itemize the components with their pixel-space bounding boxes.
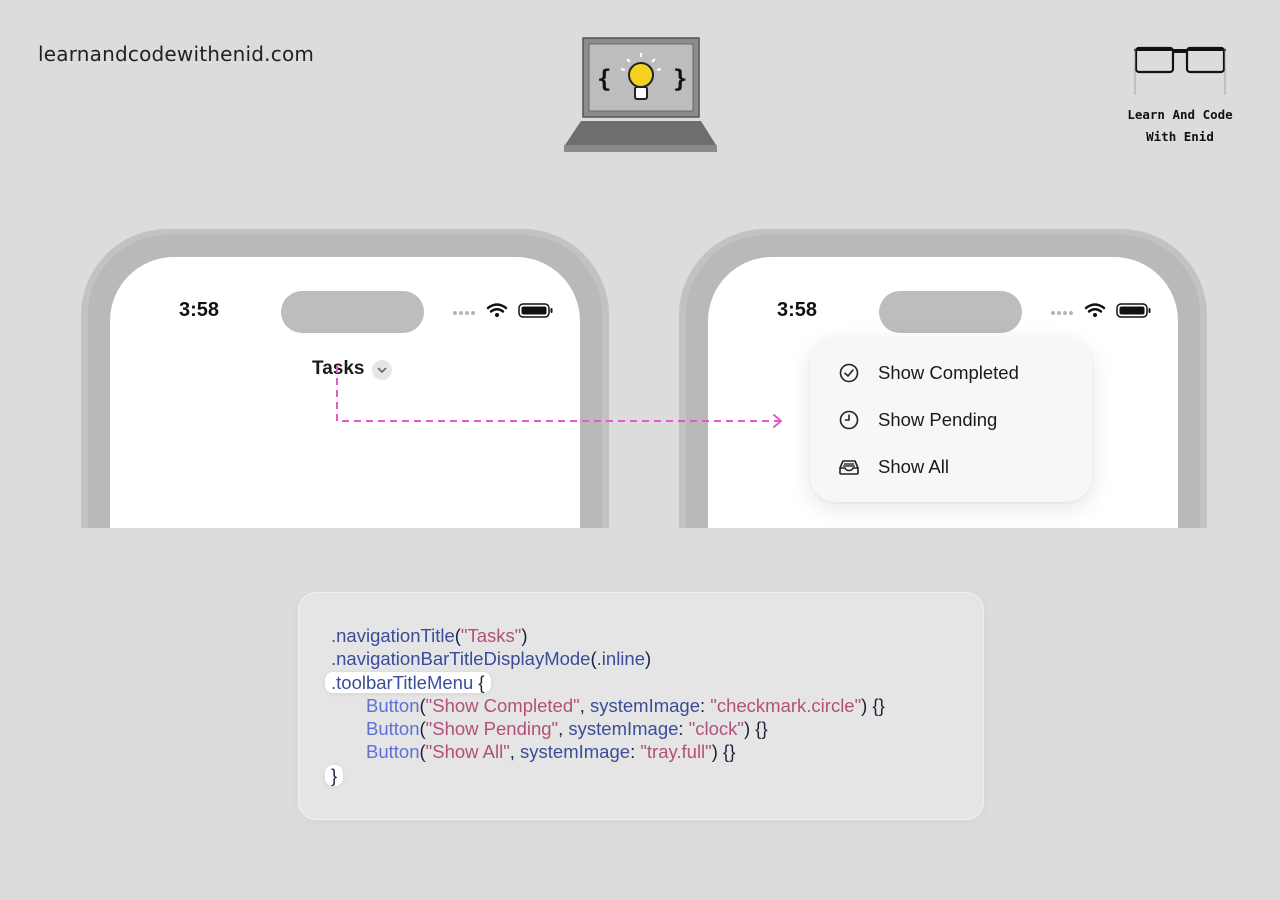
code-line-3: .toolbarTitleMenu { [325,671,491,695]
logo-brace-left: { [597,65,611,93]
code-snippet: .navigationTitle("Tasks") .navigationBar… [298,592,984,820]
menu-item-show-completed[interactable]: Show Completed [838,359,1078,387]
code-line-1: .navigationTitle("Tasks") [331,625,528,646]
toolbar-title-menu: Show Completed Show Pending [810,338,1092,502]
signal-dots-icon [1051,311,1073,315]
phone-frame: 3:58 Tasks [88,235,602,528]
menu-item-show-all[interactable]: Show All [838,453,1078,481]
checkmark-circle-icon [839,363,859,383]
code-line-5: Button("Show Pending", systemImage: "clo… [366,718,768,739]
phone-frame: 3:58 [686,235,1200,528]
menu-item-label: Show All [878,456,949,477]
phone-after: 3:58 [679,229,1207,528]
brand-line-2: With Enid [1146,129,1214,144]
menu-item-label: Show Completed [878,362,1019,383]
battery-icon [1116,303,1151,318]
tray-full-icon [839,460,859,475]
site-url: learnandcodewithenid.com [38,42,315,66]
dynamic-island [879,291,1022,333]
signal-dots-icon [453,311,475,315]
code-highlight: } [325,765,344,786]
glasses-icon [1134,46,1226,95]
phone-screen: 3:58 Tasks [110,257,580,528]
wifi-dot [1093,313,1097,317]
brand-line-1: Learn And Code [1127,107,1233,122]
menu-item-show-pending[interactable]: Show Pending [838,406,1078,434]
phone-screen: 3:58 [708,257,1178,528]
code-line-6: Button("Show All", systemImage: "tray.fu… [366,741,736,762]
menu-item-label: Show Pending [878,409,998,430]
phone-before: 3:58 Tasks [81,229,609,528]
wifi-dot [495,313,499,317]
chevron-down-icon[interactable] [372,360,392,380]
wifi-icon [1084,303,1106,313]
status-icons [453,303,553,318]
laptop-lightbulb-logo: { } [564,37,717,152]
status-icons [1051,303,1151,318]
status-time: 3:58 [179,299,220,321]
code-line-4: Button("Show Completed", systemImage: "c… [366,695,885,716]
code-highlight: .toolbarTitleMenu { [325,672,491,693]
logo-brace-right: } [673,65,687,93]
battery-icon [518,303,553,318]
nav-title[interactable]: Tasks [312,358,365,379]
brand-block: Learn And Code With Enid [1120,40,1240,148]
status-time: 3:58 [777,299,818,321]
dynamic-island [281,291,424,333]
code-line-7: } [325,764,344,788]
clock-icon [839,410,859,430]
wifi-icon [486,303,508,313]
code-line-2: .navigationBarTitleDisplayMode(.inline) [331,648,652,669]
